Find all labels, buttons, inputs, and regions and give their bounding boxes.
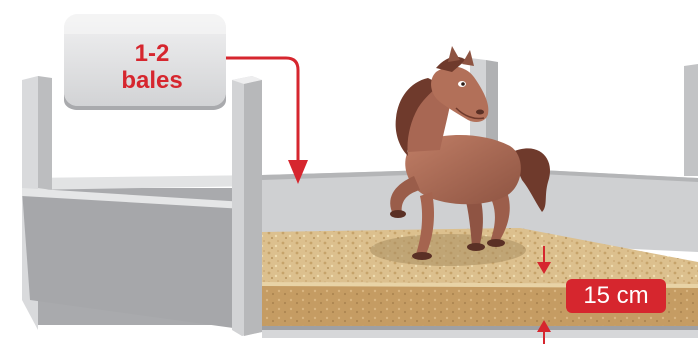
horse-mane (395, 78, 440, 156)
bale (64, 14, 226, 110)
front-post (232, 76, 262, 336)
fill-arrow (224, 56, 308, 184)
bale-unit: bales (121, 67, 183, 94)
horse-shadow (370, 234, 526, 266)
bale-quantity: 1-2 (134, 40, 170, 67)
horse (390, 46, 551, 260)
horse-head (431, 66, 489, 122)
depth-indicator (537, 246, 551, 344)
depth-label: 15 cm (566, 279, 666, 313)
horse-tail (512, 148, 551, 212)
left-wall (22, 76, 262, 332)
